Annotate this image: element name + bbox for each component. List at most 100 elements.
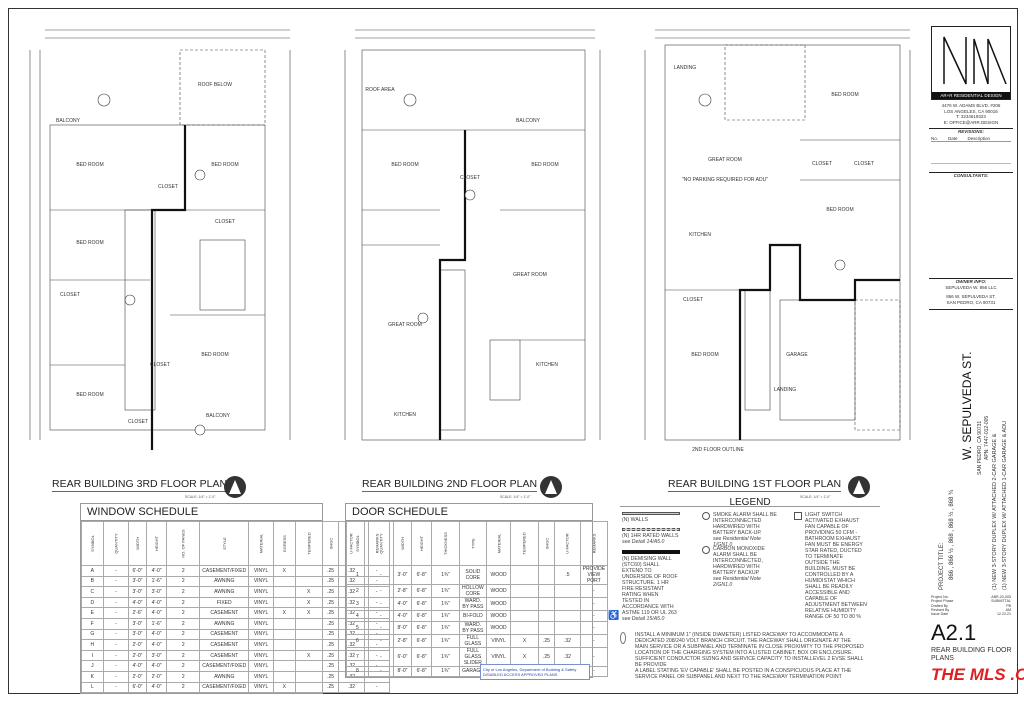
symbol-cell: F bbox=[81, 617, 104, 630]
owner-address: 866 W. SEPULVEDA ST. bbox=[946, 294, 996, 299]
table-cell: WOOD bbox=[485, 565, 512, 585]
project-scope: (1) NEW 3-STORY DUPLEX W/ ATTACHED 1-CAR… bbox=[1002, 420, 1008, 590]
table-cell: - bbox=[579, 597, 609, 611]
table-cell: .25 bbox=[321, 681, 340, 694]
north-arrow-icon bbox=[848, 476, 870, 498]
rated-wall-swatch bbox=[622, 528, 680, 531]
table-cell: 4'-0" bbox=[392, 610, 413, 622]
info-label: Project No. bbox=[931, 595, 949, 599]
room-label: GREAT ROOM bbox=[513, 272, 547, 278]
table-cell: 2'-6" bbox=[127, 607, 148, 619]
legend-co-ref: see Residential Note 2/GN1.0 bbox=[713, 576, 761, 588]
room-label: CLOSET bbox=[811, 161, 833, 167]
table-cell: 6'-8" bbox=[411, 584, 433, 598]
approval-stamp: City of Los Angeles, Department of Build… bbox=[480, 664, 590, 680]
rev-header: Date bbox=[948, 136, 958, 141]
room-label: LANDING bbox=[673, 65, 697, 71]
room-label: KITCHEN bbox=[689, 232, 711, 238]
plan-scale: SCALE: 1/4" = 1'-0" bbox=[800, 495, 831, 499]
table-cell bbox=[537, 620, 556, 635]
room-label: BALCONY bbox=[206, 413, 230, 419]
table-cell: 2 bbox=[166, 681, 201, 694]
wall-swatch bbox=[622, 512, 680, 515]
table-cell: 6'-8" bbox=[411, 665, 433, 678]
table-cell: - bbox=[367, 646, 394, 667]
table-cell bbox=[294, 670, 323, 683]
column-header: STYLE bbox=[199, 521, 250, 566]
table-cell: 2 bbox=[166, 670, 201, 683]
table-cell: - bbox=[102, 639, 129, 651]
table-cell bbox=[294, 639, 323, 651]
table-cell: 2'-0" bbox=[146, 670, 168, 683]
table-cell: VINYL bbox=[248, 681, 274, 694]
table-cell: WARD. BY PASS bbox=[459, 620, 487, 635]
room-label: KITCHEN bbox=[536, 362, 558, 368]
table-cell: - bbox=[102, 681, 129, 694]
table-cell: 2 bbox=[166, 639, 201, 651]
column-header: SYMBOL bbox=[81, 521, 104, 566]
plan-scale: SCALE: 1/4" = 1'-0" bbox=[185, 495, 216, 499]
symbol-cell: B bbox=[81, 575, 104, 588]
table-cell: 6'-0" bbox=[127, 681, 148, 694]
legend-rated-ref: see Detail 14/A5.0 bbox=[622, 539, 665, 545]
table-cell: VINYL bbox=[248, 660, 274, 672]
table-cell: - bbox=[102, 628, 129, 641]
room-label: KITCHEN bbox=[394, 412, 416, 418]
ev-icon bbox=[620, 632, 626, 644]
column-header: WIDTH bbox=[127, 521, 148, 566]
table-cell bbox=[510, 565, 539, 585]
room-label: CLOSET bbox=[59, 292, 81, 298]
table-cell: .25 bbox=[321, 660, 340, 672]
project-city: SAN PEDRO, CA 90731 bbox=[977, 420, 983, 475]
table-cell: VINYL bbox=[248, 607, 274, 619]
table-cell: HOLLOW CORE bbox=[459, 584, 487, 598]
table-cell: VINYL bbox=[248, 575, 274, 588]
table-cell: - bbox=[102, 575, 129, 588]
table-cell bbox=[294, 681, 323, 694]
room-label: BED ROOM bbox=[826, 207, 854, 213]
table-cell: VINYL bbox=[485, 633, 512, 648]
table-cell bbox=[272, 596, 296, 609]
table-cell: X bbox=[294, 649, 323, 662]
table-cell: WOOD bbox=[485, 584, 512, 598]
table-cell: - bbox=[367, 633, 394, 648]
table-cell bbox=[294, 617, 323, 630]
room-label: LANDING bbox=[773, 387, 797, 393]
table-cell: 4'-0" bbox=[392, 597, 413, 611]
legend-ev-note: SUFFICIENT CONDUCTOR SIZING AND SERVICE … bbox=[635, 656, 864, 668]
demising-wall-swatch bbox=[622, 550, 680, 554]
column-header: QUANTITY bbox=[102, 521, 129, 566]
table-cell: BI-FOLD bbox=[459, 610, 487, 622]
table-cell bbox=[294, 628, 323, 641]
column-header: NO. OF PANES bbox=[166, 521, 201, 566]
table-cell: AWNING bbox=[199, 586, 250, 598]
sheet-title: REAR BUILDING FLOOR PLANS bbox=[931, 647, 1012, 662]
table-cell bbox=[510, 620, 539, 635]
column-header: SHGC bbox=[321, 521, 340, 566]
table-cell: 1¾" bbox=[431, 620, 461, 635]
project-scope: (1) NEW 3-STORY DUPLEX W/ ATTACHED 2-CAR… bbox=[992, 433, 998, 590]
room-label: BED ROOM bbox=[831, 92, 859, 98]
table-cell: 1¾" bbox=[431, 665, 461, 678]
room-label: BED ROOM bbox=[76, 240, 104, 246]
north-arrow-icon bbox=[224, 476, 246, 498]
room-label: BALCONY bbox=[516, 118, 540, 124]
project-title-label: PROJECT TITLE: bbox=[939, 542, 945, 590]
table-cell: 6'-8" bbox=[411, 620, 433, 635]
room-label: CLOSET bbox=[157, 184, 179, 190]
room-label: BED ROOM bbox=[211, 162, 239, 168]
table-cell bbox=[554, 610, 581, 622]
smoke-alarm-icon bbox=[702, 512, 710, 520]
room-label: CLOSET bbox=[682, 297, 704, 303]
table-cell: - bbox=[367, 565, 394, 585]
table-cell bbox=[537, 584, 556, 598]
table-cell: 3'-0" bbox=[127, 575, 148, 588]
project-numbers: 866 , 866 ½ , 868 , 868 ½ , 868 ¾ bbox=[949, 489, 955, 580]
table-cell: AWNING bbox=[199, 670, 250, 683]
info-value: ABR-20-005 bbox=[991, 595, 1011, 599]
table-cell bbox=[272, 575, 296, 588]
